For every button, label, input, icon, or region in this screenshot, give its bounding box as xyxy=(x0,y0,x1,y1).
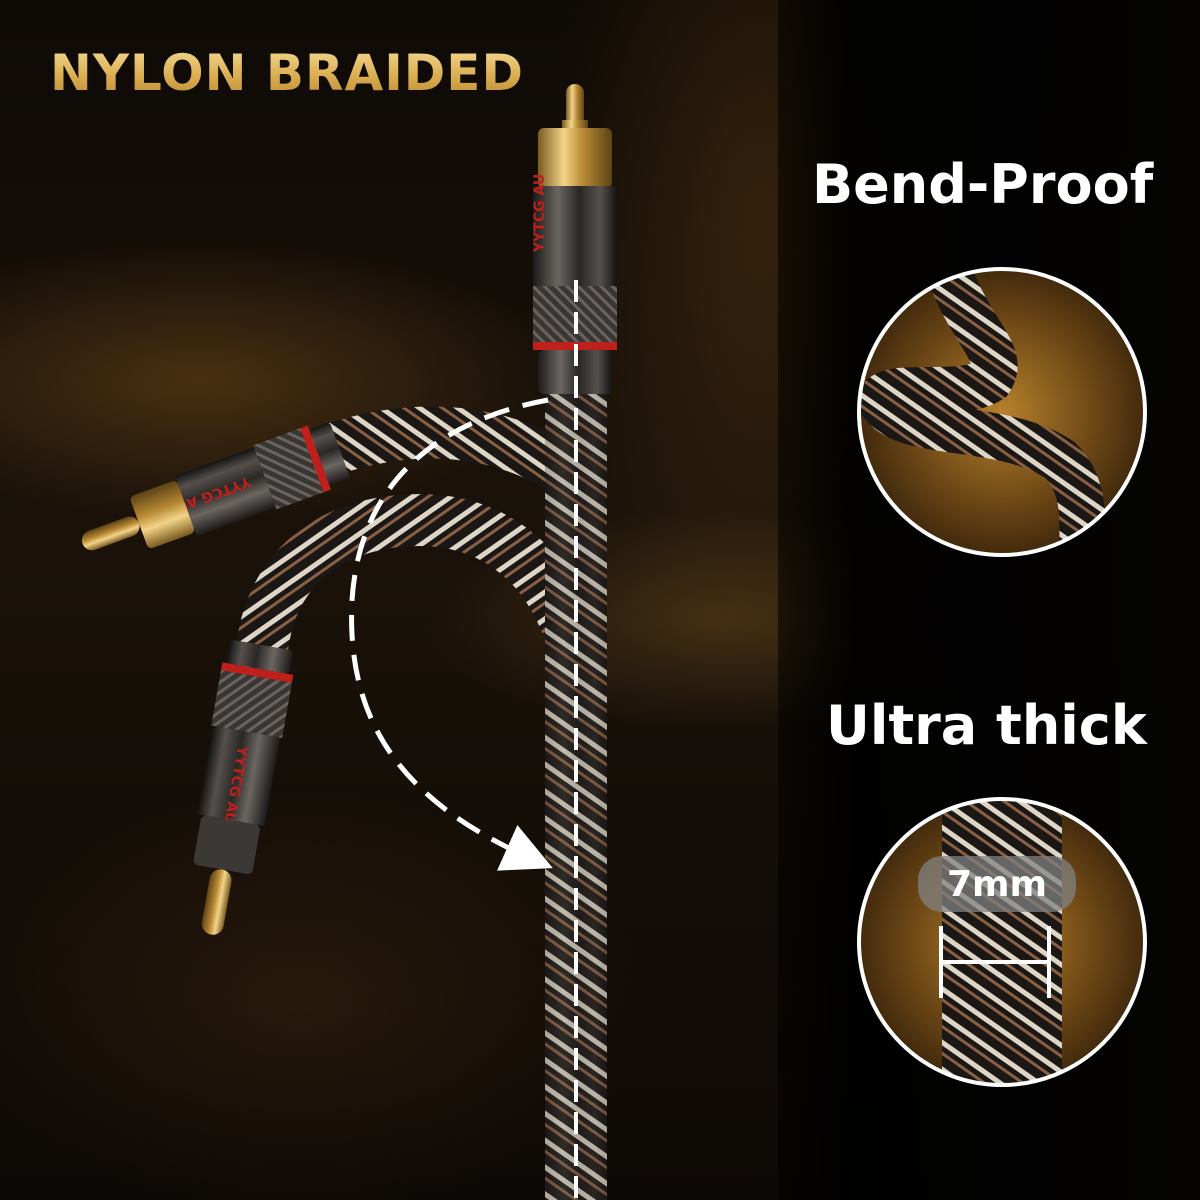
upper-rca-connector: YYTCG AU xyxy=(81,422,350,551)
measurement-badge xyxy=(918,856,1076,912)
vertical-rca-connector: YYTCG AU xyxy=(532,84,617,394)
bend-arrow xyxy=(349,397,553,871)
thickness-detail-circle: 7mm xyxy=(857,797,1147,1087)
feature-bend-proof: Bend-Proof xyxy=(812,153,1154,216)
upper-bent-cable xyxy=(304,406,591,496)
feature-ultra-thick: Ultra thick xyxy=(826,694,1147,757)
connector-brand-label: YYTCG AU xyxy=(532,174,548,253)
lower-rca-connector: YYTCG AU xyxy=(193,640,294,935)
thickness-value: 7mm xyxy=(947,864,1047,905)
lower-bent-cable xyxy=(236,493,591,676)
headline: NYLON BRAIDED xyxy=(50,44,524,102)
bend-proof-detail-circle xyxy=(857,267,1147,557)
